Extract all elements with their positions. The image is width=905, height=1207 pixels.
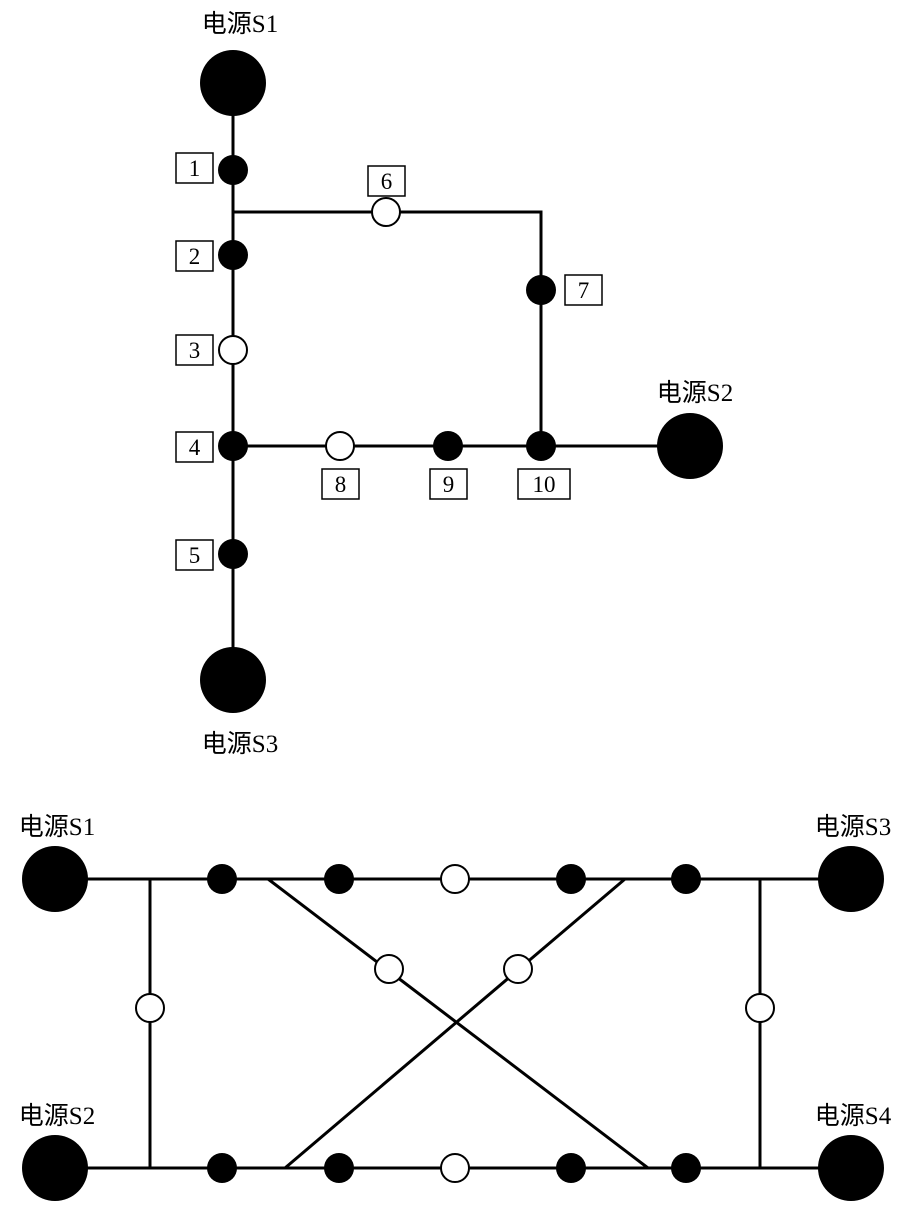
label-box-5 [175, 539, 214, 571]
switch-label-5: 5 [189, 543, 201, 568]
bottom-diagram: 电源S1 电源S2 电源S3 电源S4 [19, 813, 892, 1201]
label-box-6 [367, 165, 406, 197]
label-box-9 [429, 468, 468, 500]
label-box-1 [175, 152, 214, 184]
source-s4 [818, 1135, 884, 1201]
source-s3-label: 电源S3 [202, 730, 278, 758]
switch-open [135, 993, 165, 1023]
source-s2 [22, 1135, 88, 1201]
label-box-2 [175, 240, 214, 272]
switch-4-closed [218, 431, 248, 461]
label-box-4 [175, 431, 214, 463]
switch-closed [207, 1153, 237, 1183]
switch-closed [324, 1153, 354, 1183]
switch-3-open [218, 335, 248, 365]
switch-label-9: 9 [443, 472, 455, 497]
switch-closed [671, 864, 701, 894]
switch-open [374, 954, 404, 984]
source-s2-label: 电源S2 [657, 379, 733, 407]
source-s4-label: 电源S4 [815, 1102, 892, 1130]
source-s2 [657, 413, 723, 479]
switch-open [440, 864, 470, 894]
switch-1-closed [218, 155, 248, 185]
diagonal-line-up [284, 877, 626, 1170]
switch-5-closed [218, 539, 248, 569]
switch-open [503, 954, 533, 984]
switch-closed [556, 1153, 586, 1183]
switch-closed [556, 864, 586, 894]
source-s2-label: 电源S2 [19, 1102, 95, 1130]
switch-closed [671, 1153, 701, 1183]
switch-open [745, 993, 775, 1023]
switch-open [440, 1153, 470, 1183]
source-s1 [22, 846, 88, 912]
switch-label-1: 1 [189, 156, 201, 181]
switch-label-8: 8 [335, 472, 347, 497]
switch-label-3: 3 [189, 338, 201, 363]
switch-8-open [325, 431, 355, 461]
switch-label-2: 2 [189, 244, 201, 269]
switch-10-closed [526, 431, 556, 461]
switch-closed [324, 864, 354, 894]
diagonal-line-down [267, 877, 649, 1170]
switch-2-closed [218, 240, 248, 270]
source-s3 [200, 647, 266, 713]
switch-9-closed [433, 431, 463, 461]
source-s3 [818, 846, 884, 912]
label-box-3 [175, 334, 214, 366]
switch-closed [207, 864, 237, 894]
switch-7-closed [526, 275, 556, 305]
loop-line [233, 210, 543, 446]
switch-label-10: 10 [533, 472, 556, 497]
label-box-7 [564, 274, 603, 306]
switch-6-open [371, 197, 401, 227]
switch-label-7: 7 [578, 278, 590, 303]
switch-label-6: 6 [381, 169, 393, 194]
label-box-8 [321, 468, 360, 500]
source-s1-label: 电源S1 [19, 813, 95, 841]
source-s3-label: 电源S3 [815, 813, 891, 841]
label-box-10 [517, 468, 571, 500]
source-s1 [200, 50, 266, 116]
top-diagram: 电源S1 电源S2 电源S3 1 2 3 4 5 6 7 8 9 10 [175, 10, 733, 758]
switch-label-4: 4 [189, 435, 201, 460]
source-s1-label: 电源S1 [202, 10, 278, 38]
